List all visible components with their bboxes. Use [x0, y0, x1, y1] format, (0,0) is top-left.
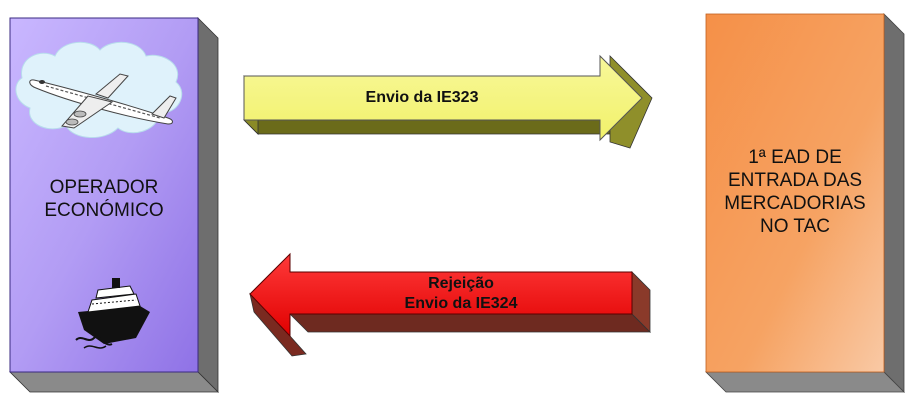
operator-label: OPERADOR ECONÓMICO	[10, 176, 198, 222]
ead-label-line4: NO TAC	[759, 216, 831, 237]
arrow-bottom-label: Rejeição Envio da IE324	[290, 274, 632, 314]
ead-label-line2: ENTRADA DAS	[727, 170, 863, 191]
arrow-rejeicao-ie324	[249, 252, 651, 357]
ead-label-line3: MERCADORIAS	[724, 193, 866, 214]
airplane-icon	[15, 41, 183, 139]
ead-label-line1: 1ª EAD DE	[748, 147, 842, 168]
arrow-bottom-label-line2: Envio da IE324	[404, 295, 518, 312]
ship-icon	[75, 278, 150, 349]
ead-label: 1ª EAD DE ENTRADA DAS MERCADORIAS NO TAC	[706, 146, 884, 238]
arrow-envio-ie323	[243, 54, 653, 149]
operator-label-line1: OPERADOR	[49, 177, 159, 198]
ead-box	[705, 13, 905, 393]
arrow-bottom-label-line1: Rejeição	[428, 275, 494, 292]
operator-label-line2: ECONÓMICO	[44, 200, 164, 221]
arrow-top-label: Envio da IE323	[365, 89, 479, 106]
